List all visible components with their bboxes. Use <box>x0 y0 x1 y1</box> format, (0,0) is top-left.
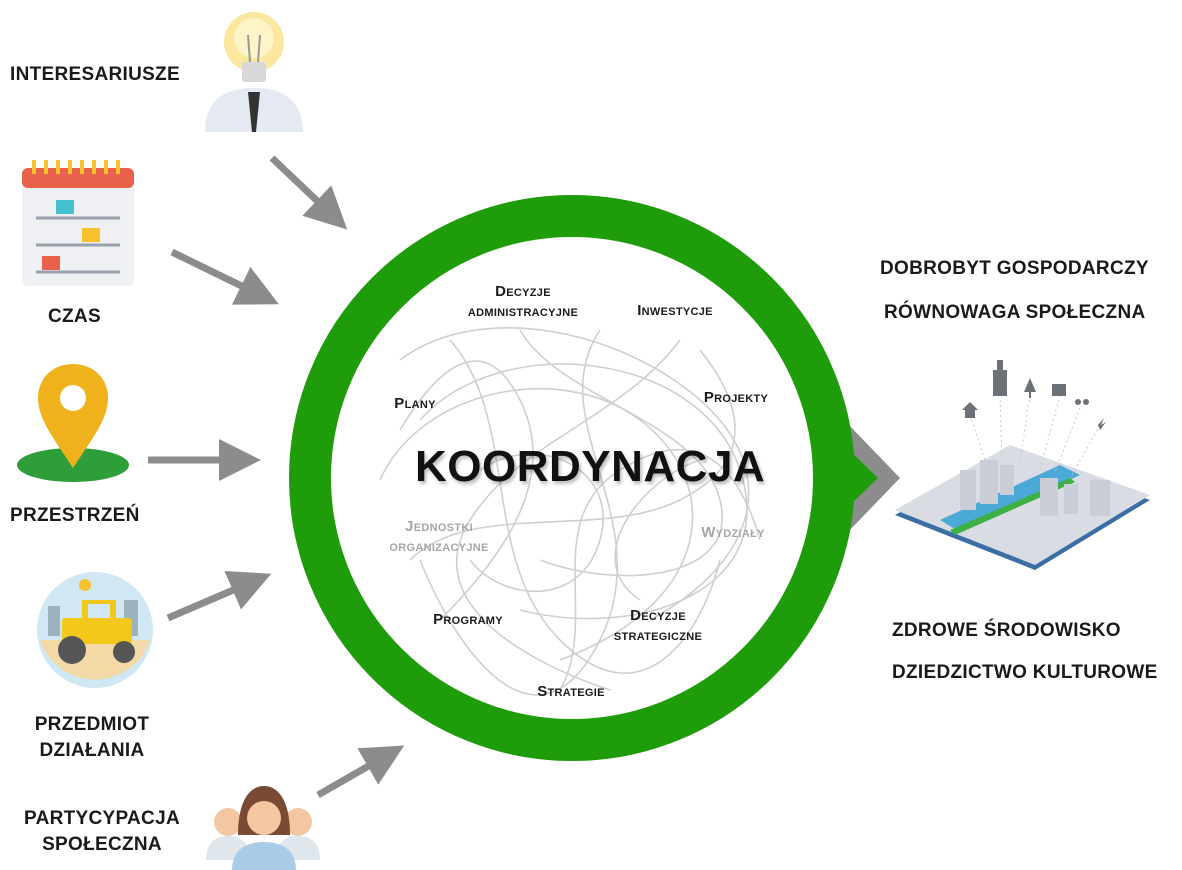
item-org-units: Jednostki organizacyjne <box>366 517 512 558</box>
label-participation-line1: PARTYCYPACJA <box>24 808 180 829</box>
people-group-icon <box>206 786 320 870</box>
item-programs: Programy <box>433 611 503 628</box>
center-title: KOORDYNACJA <box>415 442 766 491</box>
item-org-units-line1: Jednostki <box>405 518 473 535</box>
label-participation: PARTYCYPACJA SPOŁECZNA <box>12 806 192 857</box>
item-strategic-decisions-line1: Decyzje <box>630 607 686 624</box>
input-arrows <box>148 155 405 799</box>
item-departments: Wydziały <box>701 524 765 541</box>
item-admin-decisions-line1: Decyzje <box>495 283 551 300</box>
tangled-lines <box>379 327 761 696</box>
item-strategic-decisions: Decyzje strategiczne <box>588 606 728 647</box>
item-projects: Projekty <box>703 389 769 406</box>
label-subject: PRZEDMIOT DZIAŁANIA <box>28 712 156 763</box>
map-pin-icon <box>17 364 129 482</box>
item-investments: Inwestycje <box>637 302 713 319</box>
calendar-icon <box>22 160 134 286</box>
outcome-economic: DOBROBYT GOSPODARCZY <box>880 258 1149 279</box>
item-strategic-decisions-line2: strategiczne <box>613 627 703 645</box>
item-admin-decisions: Decyzje administracyjne <box>440 282 606 323</box>
label-participation-line2: SPOŁECZNA <box>42 833 162 855</box>
label-subject-line2: DZIAŁANIA <box>39 739 145 761</box>
arrow-participation <box>316 745 405 799</box>
item-org-units-line2: organizacyjne <box>389 538 489 556</box>
item-strategies: Strategie <box>537 683 605 700</box>
outcome-social: RÓWNOWAGA SPOŁECZNA <box>884 302 1146 323</box>
outcome-heritage: DZIEDZICTWO KULTUROWE <box>892 662 1158 683</box>
label-time: CZAS <box>48 306 101 327</box>
outcome-environment: ZDROWE ŚRODOWISKO <box>892 620 1121 641</box>
label-subject-line1: PRZEDMIOT <box>34 714 150 735</box>
road-roller-icon <box>37 572 153 688</box>
item-admin-decisions-line2: administracyjne <box>467 303 579 321</box>
arrow-subject <box>166 570 272 622</box>
city-illustration-icon <box>895 360 1150 570</box>
item-plans: Plany <box>394 395 436 412</box>
label-stakeholders: INTERESARIUSZE <box>10 64 180 85</box>
arrow-stakeholders <box>269 155 348 230</box>
label-space: PRZESTRZEŃ <box>10 505 140 526</box>
arrow-time <box>170 248 279 305</box>
lightbulb-person-icon <box>205 12 303 132</box>
